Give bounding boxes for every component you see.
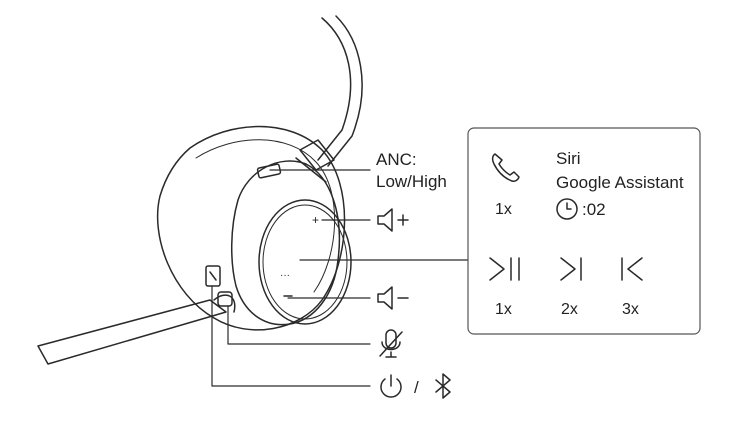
hold-time: :02 [582,200,606,219]
play-pause-icon [489,257,520,281]
anc-slider [256,163,282,179]
assistant-line1: Siri [556,149,581,168]
power-separator: / [414,378,419,397]
clock-icon [556,198,578,220]
svg-text:···: ··· [280,270,290,281]
next-track-icon [560,257,582,281]
anc-label-line2: Low/High [376,172,447,191]
call-count: 1x [495,201,512,218]
bluetooth-icon [435,373,451,399]
play-pause-count: 1x [495,301,512,318]
button-function-panel: 1x Siri Google Assistant :02 1x 2x 3x [467,127,701,335]
volume-down-icon [377,286,409,310]
headband-hinge [299,139,335,171]
headset-illustration: + ··· [37,15,363,365]
mic-mute-icon [379,329,403,358]
previous-track-icon [621,257,643,281]
callout-power [211,285,371,387]
ear-cushion [156,125,346,331]
next-track-count: 2x [561,301,578,318]
touch-plus-mark: + [312,213,319,227]
mute-button [217,291,233,307]
headband [317,17,352,161]
callout-mute [227,305,371,345]
power-icon [380,374,402,398]
volume-up-icon [377,208,409,232]
assistant-line2: Google Assistant [556,173,684,192]
anc-label-line1: ANC: [376,150,417,169]
touch-panel [258,199,352,325]
phone-icon [491,153,520,182]
previous-track-count: 3x [622,301,639,318]
callout-lines [211,169,469,387]
power-slider [205,265,221,287]
ear-cup [231,160,341,326]
mic-boom [37,299,227,365]
